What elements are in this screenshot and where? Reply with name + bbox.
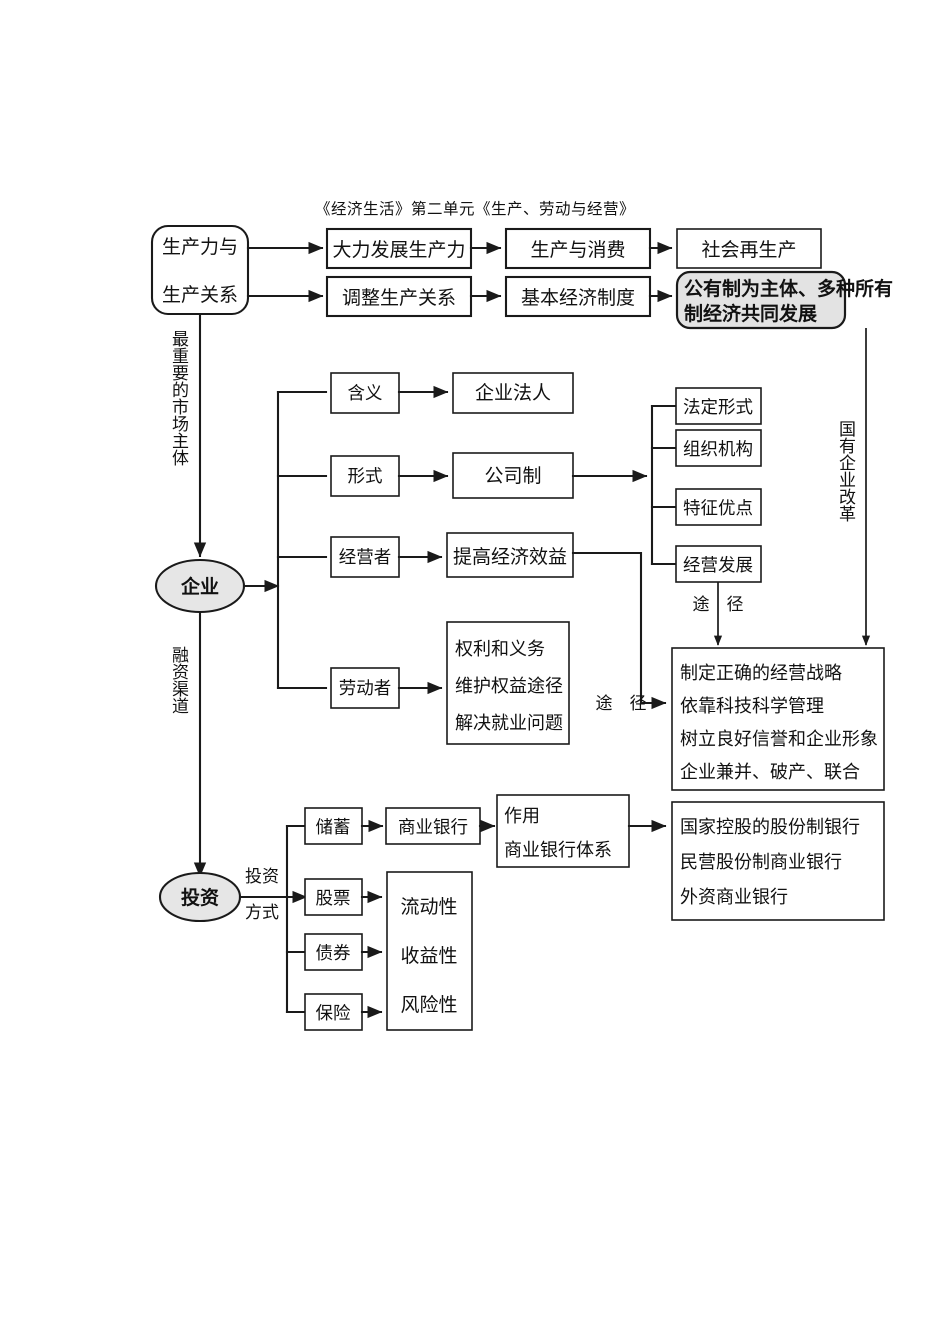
node-company-detail-0: [675, 387, 762, 425]
node-worker-rights: [446, 621, 570, 745]
node-row2-c-line2: 制经济共同发展: [684, 302, 817, 325]
node-bank-types: [671, 801, 885, 921]
node-row2-c-line1: 公有制为主体、多种所有: [684, 277, 893, 300]
node-meaning: [330, 372, 400, 414]
node-commercial-bank: [385, 807, 481, 845]
node-strategy-line3: 树立良好信誉和企业形象: [680, 729, 878, 750]
node-invest-way-0-label: 储蓄: [316, 818, 351, 838]
node-row2-c-ownership: [675, 270, 847, 330]
page-title: 《经济生活》第二单元《生产、劳动与经营》: [315, 200, 635, 218]
node-invest-way-0: [304, 807, 363, 845]
node-company-detail-3-label: 经营发展: [683, 556, 753, 576]
node-invest-way-3-label: 保险: [316, 1004, 351, 1024]
node-company-detail-0-label: 法定形式: [683, 398, 753, 418]
node-strategy-line2: 依靠科技科学管理: [680, 696, 824, 717]
node-legal-person: [452, 372, 574, 414]
node-invest-way-1-label: 股票: [316, 889, 351, 909]
node-row2-a-label: 调整生产关系: [342, 287, 456, 309]
node-company-detail-2: [675, 488, 762, 526]
node-bank-types-line1: 国家控股的股份制银行: [680, 817, 860, 838]
node-company-system-label: 公司制: [484, 465, 541, 487]
edge-efficiency-to-strategy: [571, 551, 667, 710]
node-worker-rights-line3: 解决就业问题: [455, 713, 563, 734]
node-enterprise-label: 企业: [180, 575, 219, 598]
node-row1-a-label: 大力发展生产力: [332, 239, 465, 261]
edge-label-path-left: 途 径: [596, 694, 647, 714]
node-company-detail-2-label: 特征优点: [683, 499, 753, 519]
node-strategy-box: [671, 647, 885, 791]
node-row1-c-label: 社会再生产: [701, 239, 796, 261]
node-worker-rights-line2: 维护权益途径: [455, 676, 563, 697]
node-row1-c: [676, 228, 822, 269]
node-strategy-line1: 制定正确的经营战略: [680, 663, 842, 684]
node-securities-line3: 风险性: [400, 994, 457, 1016]
node-efficiency-label: 提高经济效益: [453, 546, 567, 568]
node-meaning-label: 含义: [348, 384, 383, 404]
node-commercial-bank-label: 商业银行: [398, 818, 468, 838]
node-bank-types-line3: 外资商业银行: [680, 887, 788, 908]
node-bank-role: [496, 794, 630, 868]
node-worker-label: 劳动者: [339, 679, 392, 699]
node-bank-role-line2: 商业银行体系: [504, 840, 612, 861]
node-operator-label: 经营者: [339, 548, 392, 568]
node-row2-a: [325, 275, 473, 318]
node-row1-b-label: 生产与消费: [530, 239, 625, 261]
edge-label-financing: 融资渠道: [168, 646, 189, 714]
node-invest-way-1: [304, 878, 363, 916]
node-row2-b-label: 基本经济制度: [521, 287, 635, 309]
node-securities-line1: 流动性: [400, 896, 457, 918]
node-root-line1: 生产力与: [162, 236, 238, 258]
edge-label-most-important: 最重要的市场主体: [168, 330, 189, 466]
node-company-detail-3: [675, 545, 762, 583]
node-bank-types-line2: 民营股份制商业银行: [680, 852, 842, 873]
node-invest-label: 投资: [181, 886, 219, 909]
node-legal-person-label: 企业法人: [475, 382, 551, 404]
node-company-detail-1: [675, 429, 762, 467]
node-worker-rights-line1: 权利和义务: [455, 639, 545, 660]
edge-label-invest-way-line1: 投资: [245, 867, 279, 887]
node-efficiency: [446, 532, 574, 578]
node-form: [330, 455, 400, 497]
node-root-line2: 生产关系: [162, 284, 238, 306]
node-securities-box: [386, 871, 473, 1031]
node-invest-way-2-label: 债券: [316, 944, 351, 964]
edge-label-soe-reform: 国有企业改革: [835, 420, 856, 522]
node-securities-line2: 收益性: [400, 945, 457, 967]
edge-label-invest-way-line2: 方式: [245, 903, 279, 923]
node-company-system: [452, 452, 574, 499]
node-strategy-line4: 企业兼并、破产、联合: [680, 762, 860, 783]
edge-label-path-top: 途 径: [693, 595, 744, 615]
node-company-detail-1-label: 组织机构: [683, 440, 753, 460]
node-invest-way-2: [304, 933, 363, 971]
node-form-label: 形式: [348, 467, 383, 487]
node-bank-role-line1: 作用: [504, 806, 540, 827]
